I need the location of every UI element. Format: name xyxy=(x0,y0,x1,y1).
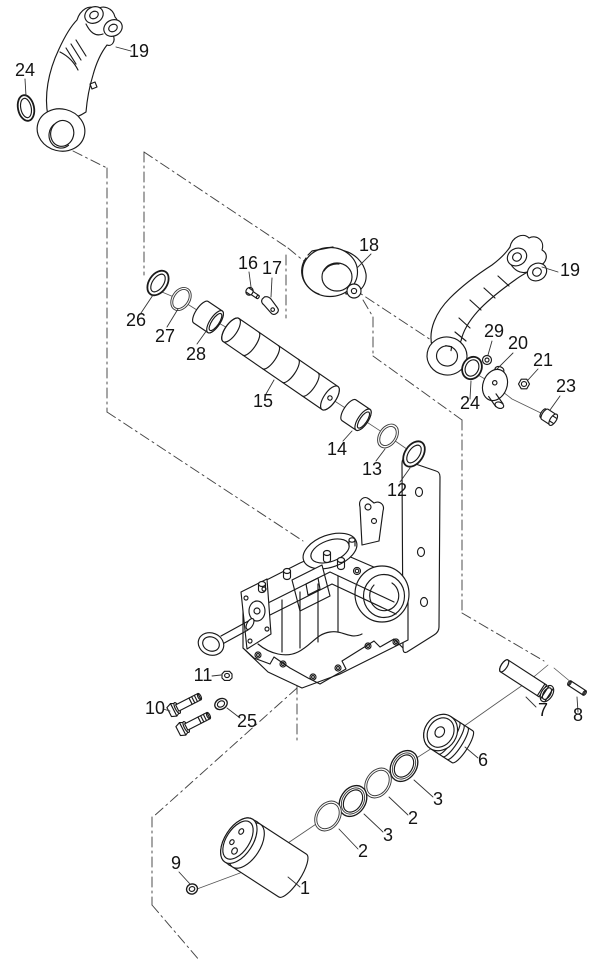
callout-26: 26 xyxy=(126,310,146,330)
backup-ring-3-lower xyxy=(338,784,368,818)
lift-housing xyxy=(197,458,441,689)
cylinder-1 xyxy=(220,817,309,898)
o-ring-24-right xyxy=(461,355,483,381)
callout-9: 9 xyxy=(171,853,181,873)
callout-28: 28 xyxy=(186,344,206,364)
callout-7: 7 xyxy=(538,700,548,720)
callout-14: 14 xyxy=(327,439,347,459)
callout-29: 29 xyxy=(484,321,504,341)
o-ring-2-upper xyxy=(364,767,392,799)
lift-shaft-15 xyxy=(221,317,340,411)
callout-23: 23 xyxy=(556,376,576,396)
callout-13: 13 xyxy=(362,459,382,479)
bushing-14 xyxy=(340,398,372,432)
adjuster-knob xyxy=(197,632,225,656)
callout-27: 27 xyxy=(155,326,175,346)
callout-24-right: 24 xyxy=(460,393,480,413)
callout-12: 12 xyxy=(387,480,407,500)
lift-arm-right xyxy=(426,234,548,376)
piston-6 xyxy=(423,713,475,764)
callout-16: 16 xyxy=(238,253,258,273)
callout-19-right: 19 xyxy=(560,260,580,280)
washer-9 xyxy=(185,883,199,895)
cam-plate-20 xyxy=(481,365,509,409)
o-ring-24-left xyxy=(16,94,36,122)
rocker-arm-18 xyxy=(301,246,367,299)
callout-2-lower: 2 xyxy=(358,841,368,861)
washer-13 xyxy=(377,423,399,449)
cylinder-bore xyxy=(354,565,410,623)
callout-2-upper: 2 xyxy=(408,808,418,828)
o-ring-2-lower xyxy=(314,800,342,832)
top-studs xyxy=(257,537,362,594)
o-ring-26 xyxy=(146,269,170,297)
callout-11: 11 xyxy=(194,665,213,685)
phantom-boundary-lines xyxy=(72,150,545,961)
callout-19-left: 19 xyxy=(129,41,149,61)
callout-20: 20 xyxy=(508,333,528,353)
callout-3-upper: 3 xyxy=(433,789,443,809)
callout-10: 10 xyxy=(145,698,165,718)
bolt-10b xyxy=(175,711,212,737)
o-ring-12 xyxy=(402,440,426,468)
callout-leader-lines xyxy=(24,46,579,888)
callout-3-lower: 3 xyxy=(383,825,393,845)
callout-numbers: 24 19 26 27 28 16 17 18 15 14 13 12 19 2… xyxy=(15,41,583,898)
flange-bolt-holes xyxy=(254,638,400,681)
washer-27 xyxy=(170,287,192,311)
callout-21: 21 xyxy=(533,350,553,370)
lift-arm-left xyxy=(36,6,123,152)
callout-17: 17 xyxy=(262,258,282,278)
callout-15: 15 xyxy=(253,391,273,411)
ring-29 xyxy=(481,354,493,366)
backup-ring-3-upper xyxy=(389,749,419,783)
roll-pin-8 xyxy=(567,680,587,696)
callout-24-left: 24 xyxy=(15,60,35,80)
piston-rod-7 xyxy=(499,659,555,703)
o-ring-25 xyxy=(214,697,228,711)
callout-25: 25 xyxy=(237,711,257,731)
bolt-23 xyxy=(539,408,559,426)
callout-1: 1 xyxy=(300,878,310,898)
retainer-clip-17 xyxy=(261,296,279,316)
bolt-10a xyxy=(166,692,203,718)
screw-16 xyxy=(245,286,260,300)
nut-21 xyxy=(517,378,531,390)
callout-8: 8 xyxy=(573,705,583,725)
callout-18: 18 xyxy=(359,235,379,255)
bushing-28 xyxy=(192,300,224,334)
callout-6: 6 xyxy=(478,750,488,770)
arm-boss xyxy=(36,108,86,152)
nut-11 xyxy=(221,670,233,681)
